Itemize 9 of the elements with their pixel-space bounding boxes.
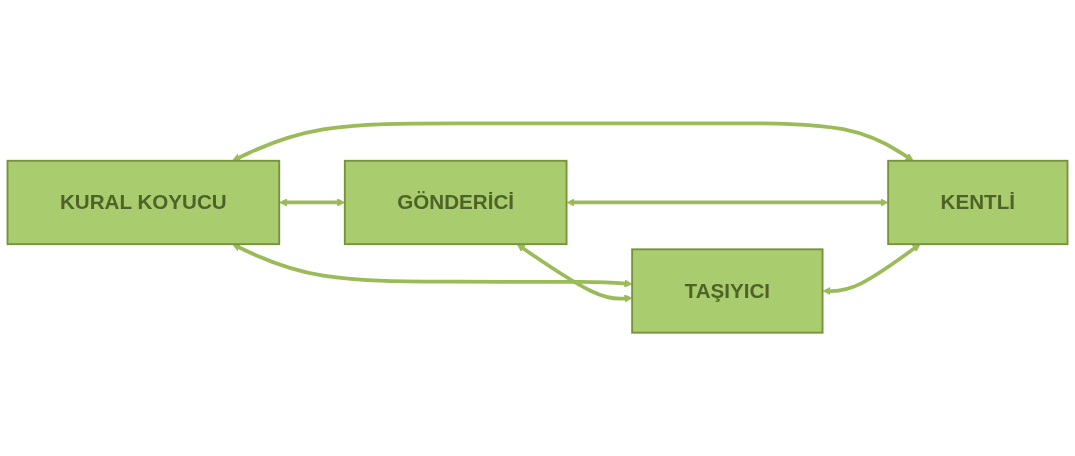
arrow bbox=[822, 243, 921, 296]
arrow bbox=[232, 243, 633, 288]
node-box: TAŞIYICI bbox=[631, 248, 824, 334]
arrow bbox=[566, 198, 889, 207]
arrow bbox=[516, 244, 633, 303]
arrow bbox=[232, 121, 914, 162]
node-box: GÖNDERİCİ bbox=[343, 159, 568, 246]
node-box: KURAL KOYUCU bbox=[6, 159, 281, 246]
node-box: KENTLİ bbox=[887, 159, 1069, 246]
